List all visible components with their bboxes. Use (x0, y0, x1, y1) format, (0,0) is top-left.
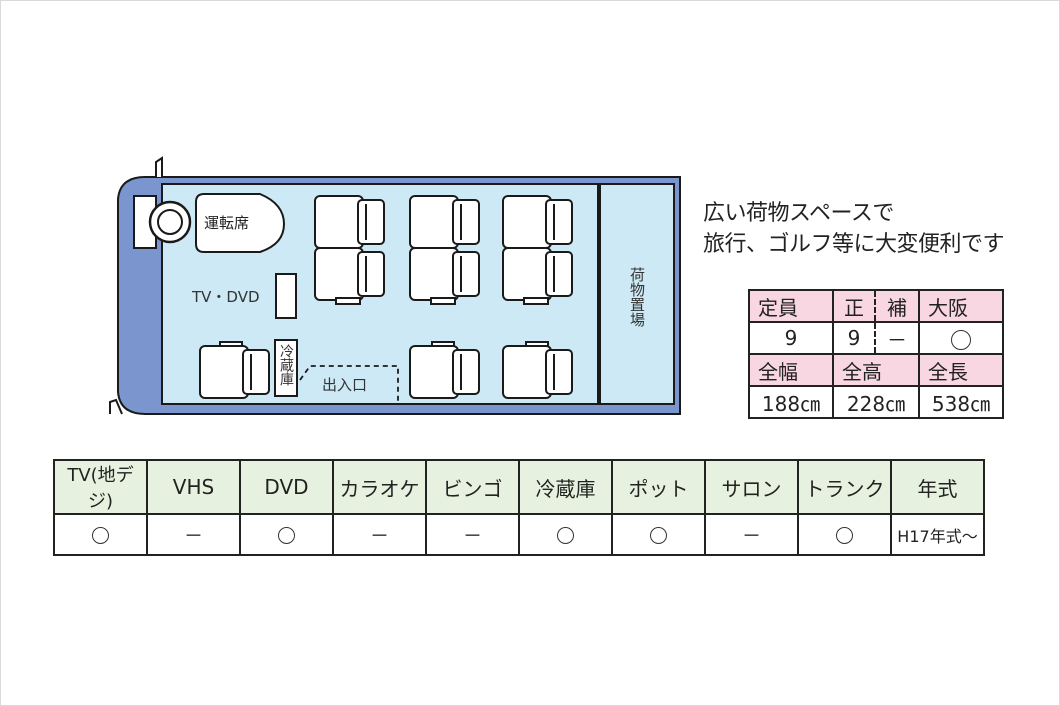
auxiliary-header: 補 (875, 289, 920, 323)
equipment-header-cell: ビンゴ (425, 459, 520, 515)
equipment-header-cell: DVD (239, 459, 334, 515)
fridge-label: 冷蔵庫 (278, 344, 294, 386)
bus-layout-diagram: 荷物置場 運転席 TV・DVD 冷蔵庫 出入口 (109, 156, 681, 415)
osaka-header-text: 大阪 (928, 295, 968, 320)
length-value: 538㎝ (918, 385, 1004, 419)
regular-value: 9 (832, 321, 876, 355)
available-circle-icon (836, 526, 853, 544)
width-header: 全幅 (748, 353, 834, 387)
width-header-text: 全幅 (758, 359, 798, 384)
height-header: 全高 (832, 353, 920, 387)
mirror-left (155, 156, 163, 177)
equipment-value-cell: － (146, 513, 241, 556)
spec-table: 定員 正 補 大阪 9 9 － 全幅 全高 全長 188㎝ 228㎝ 538㎝ (748, 289, 1004, 419)
fridge (274, 339, 298, 397)
available-circle-icon (278, 526, 295, 544)
equipment-header-cell: ポット (611, 459, 706, 515)
equipment-header-cell: サロン (704, 459, 799, 515)
tv-dvd-unit (275, 273, 297, 319)
equipment-header-cell: 冷蔵庫 (518, 459, 613, 515)
luggage-area (599, 183, 675, 405)
available-circle-icon (650, 526, 667, 544)
height-value: 228㎝ (832, 385, 920, 419)
osaka-value (918, 321, 1004, 355)
seat-group-front (314, 195, 573, 305)
equipment-value-cell (611, 513, 706, 556)
entrance-label: 出入口 (322, 376, 367, 394)
regular-header: 正 (832, 289, 876, 323)
equipment-value-cell: － (332, 513, 427, 556)
equipment-value-cell (239, 513, 334, 556)
available-circle-icon (557, 526, 574, 544)
equipment-value-cell (53, 513, 148, 556)
driver-seat-label: 運転席 (204, 214, 249, 232)
equipment-header-cell: VHS (146, 459, 241, 515)
equipment-header-cell: トランク (797, 459, 892, 515)
length-header: 全長 (918, 353, 1004, 387)
osaka-header: 大阪 (918, 289, 1004, 323)
luggage-area-label: 荷物置場 (628, 267, 646, 327)
auxiliary-value: － (875, 321, 920, 355)
width-value: 188㎝ (748, 385, 834, 419)
equipment-value-cell: － (425, 513, 520, 556)
equipment-header-cell: TV(地デジ) (53, 459, 148, 515)
osaka-available-icon (951, 329, 971, 350)
equipment-value-cell (797, 513, 892, 556)
feature-description: 広い荷物スペースで 旅行、ゴルフ等に大変便利です (703, 198, 1005, 260)
description-line-2: 旅行、ゴルフ等に大変便利です (703, 232, 1005, 257)
seat-group-rear (199, 341, 573, 399)
height-header-text: 全高 (842, 359, 882, 384)
length-header-text: 全長 (928, 359, 968, 384)
capacity-header: 定員 (748, 289, 834, 323)
equipment-value-cell (518, 513, 613, 556)
mirror-right (109, 398, 123, 415)
tv-dvd-label: TV・DVD (191, 288, 260, 306)
equipment-header-cell: カラオケ (332, 459, 427, 515)
description-line-1: 広い荷物スペースで (703, 201, 894, 226)
equipment-value-cell: － (704, 513, 799, 556)
capacity-header-text: 定員 (758, 295, 798, 320)
equipment-value-cell: H17年式～ (890, 513, 985, 556)
equipment-value-row: －－－－H17年式～ (53, 513, 985, 556)
driver-seat (195, 193, 286, 253)
capacity-value: 9 (748, 321, 834, 355)
equipment-header-cell: 年式 (890, 459, 985, 515)
available-circle-icon (92, 526, 109, 544)
